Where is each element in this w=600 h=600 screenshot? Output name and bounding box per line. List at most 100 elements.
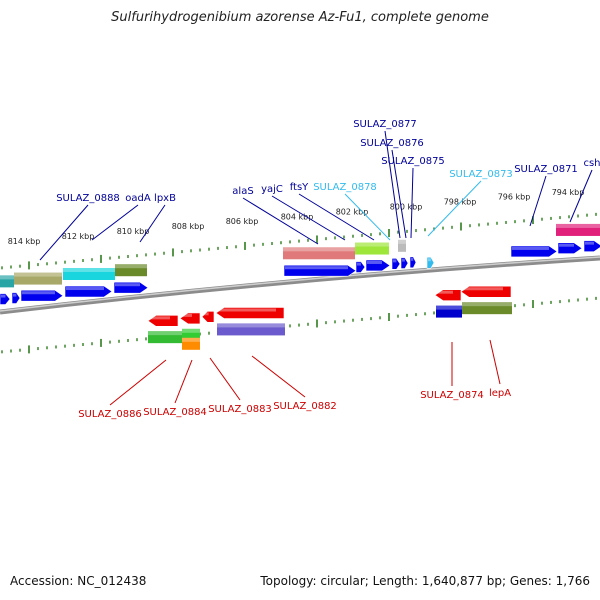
forward-cds-arrow[interactable] — [113, 281, 149, 294]
feature-tracks[interactable] — [0, 223, 600, 350]
reverse-cds-arrow-sheen — [181, 313, 192, 317]
forward-cds-arrow[interactable] — [20, 289, 64, 302]
forward-cds-arrow[interactable] — [400, 257, 409, 269]
forward-cds-arrow-sheen — [22, 291, 55, 295]
label-leader-line — [344, 193, 391, 241]
reverse-cog-box-sheen — [148, 331, 182, 336]
forward-cog-box[interactable] — [14, 272, 62, 285]
gene-label[interactable]: oadA — [125, 193, 151, 204]
forward-cds-arrow-sheen — [367, 260, 382, 264]
forward-cog-box[interactable] — [63, 267, 115, 280]
reverse-cds-arrow[interactable] — [179, 312, 201, 325]
forward-cds-arrow-sheen — [66, 287, 104, 291]
reverse-cds-arrow[interactable] — [215, 307, 285, 319]
reverse-cog-box-sheen — [217, 323, 285, 328]
label-leader-line — [391, 149, 407, 239]
label-leader-line — [139, 204, 166, 243]
rna-feature-arrow[interactable] — [426, 256, 435, 269]
reverse-cds-arrow[interactable] — [460, 285, 512, 298]
forward-cds-arrow-sheen — [393, 259, 397, 263]
forward-cds-arrow[interactable] — [11, 292, 21, 304]
gene-label[interactable]: SULAZ_0878 — [313, 182, 377, 193]
gene-label[interactable]: SULAZ_0886 — [78, 409, 142, 420]
reverse-cds-arrow[interactable] — [434, 289, 462, 301]
gene-label[interactable]: SULAZ_0883 — [208, 404, 272, 415]
gene-label[interactable]: SULAZ_0876 — [360, 138, 424, 149]
backbone-highlight — [0, 256, 600, 312]
forward-cds-arrow-sheen — [411, 257, 414, 261]
reverse-cog-box-sheen — [462, 302, 512, 307]
gene-label[interactable]: SULAZ_0888 — [56, 193, 120, 204]
gene-label[interactable]: alaS — [232, 186, 253, 197]
forward-cds-arrow[interactable] — [64, 285, 113, 298]
gene-label[interactable]: lpxB — [154, 193, 176, 204]
forward-cog-box[interactable] — [115, 264, 147, 277]
scale-label: 794 kbp — [552, 188, 585, 197]
reverse-cds-arrow[interactable] — [147, 315, 179, 327]
reverse-cog-box[interactable] — [436, 305, 462, 318]
forward-cds-arrow-sheen — [285, 266, 348, 270]
gene-label[interactable]: SULAZ_0874 — [420, 390, 484, 401]
reverse-cog-box[interactable] — [462, 302, 512, 315]
forward-cog-box[interactable] — [0, 275, 14, 288]
forward-cds-arrow[interactable] — [583, 240, 600, 252]
reverse-cog-box[interactable] — [148, 331, 182, 344]
accession-text: Accession: NC_012438 — [10, 574, 147, 588]
scale-label: 796 kbp — [498, 193, 531, 202]
gene-label[interactable]: SULAZ_0873 — [449, 169, 513, 180]
scale-label: 806 kbp — [226, 217, 259, 226]
forward-cog-box-sheen — [355, 242, 389, 247]
gene-label[interactable]: yajC — [261, 184, 283, 195]
gene-label[interactable]: ftsY — [290, 182, 309, 193]
reverse-cog-box-sheen — [182, 328, 200, 333]
forward-cog-box[interactable] — [398, 239, 406, 252]
forward-cds-arrow[interactable] — [557, 242, 583, 254]
gene-label[interactable]: lepA — [489, 388, 511, 399]
gene-label[interactable]: SULAZ_0877 — [353, 119, 417, 130]
reverse-cds-arrow-sheen — [149, 316, 170, 320]
forward-cds-arrow[interactable] — [409, 256, 417, 269]
label-leader-line — [109, 359, 167, 406]
reverse-cds-arrow-sheen — [436, 290, 453, 294]
gene-label[interactable]: SULAZ_0882 — [273, 401, 337, 412]
reverse-cog-box-orange[interactable] — [182, 337, 200, 350]
forward-cds-arrow-sheen — [357, 262, 361, 266]
forward-cds-arrow[interactable] — [365, 259, 391, 272]
forward-cds-arrow[interactable] — [355, 261, 366, 273]
forward-cog-box-sheen — [14, 272, 62, 277]
label-leader-line — [410, 167, 414, 239]
label-leader-line — [39, 204, 89, 261]
gene-label[interactable]: SULAZ_0875 — [381, 156, 445, 167]
reverse-cds-arrow[interactable] — [201, 310, 215, 323]
scale-label: 802 kbp — [336, 207, 369, 216]
reverse-cds-arrow-sheen — [203, 312, 209, 316]
label-leader-line — [251, 355, 306, 398]
forward-cog-box[interactable] — [283, 247, 355, 260]
forward-cog-box-sheen — [115, 264, 147, 269]
scale-label: 812 kbp — [62, 232, 95, 241]
forward-cds-arrow[interactable] — [391, 258, 401, 270]
forward-cog-box-sheen — [63, 267, 115, 272]
forward-cds-arrow-sheen — [512, 246, 549, 250]
label-leader-line — [174, 359, 193, 404]
gene-label[interactable]: csh — [583, 158, 600, 169]
label-leader-line — [489, 339, 501, 385]
forward-cog-box[interactable] — [556, 223, 600, 236]
scale-label: 810 kbp — [117, 227, 150, 236]
forward-cds-arrow[interactable] — [510, 245, 558, 258]
scale-label: 808 kbp — [172, 222, 205, 231]
forward-cds-arrow[interactable] — [0, 293, 11, 305]
genome-summary-text: Topology: circular; Length: 1,640,877 bp… — [260, 574, 590, 588]
label-leader-line — [529, 175, 547, 227]
genome-title: Sulfurihydrogenibium azorense Az-Fu1, co… — [111, 10, 489, 25]
gene-label[interactable]: SULAZ_0871 — [514, 164, 578, 175]
forward-cds-arrow[interactable] — [283, 264, 357, 277]
reverse-cog-box-orange-sheen — [182, 337, 200, 342]
forward-cog-box[interactable] — [355, 242, 389, 255]
gene-label[interactable]: SULAZ_0884 — [143, 407, 207, 418]
label-leader-line — [298, 193, 375, 241]
reverse-cog-box[interactable] — [217, 323, 285, 336]
forward-cds-arrow-sheen — [13, 293, 17, 297]
